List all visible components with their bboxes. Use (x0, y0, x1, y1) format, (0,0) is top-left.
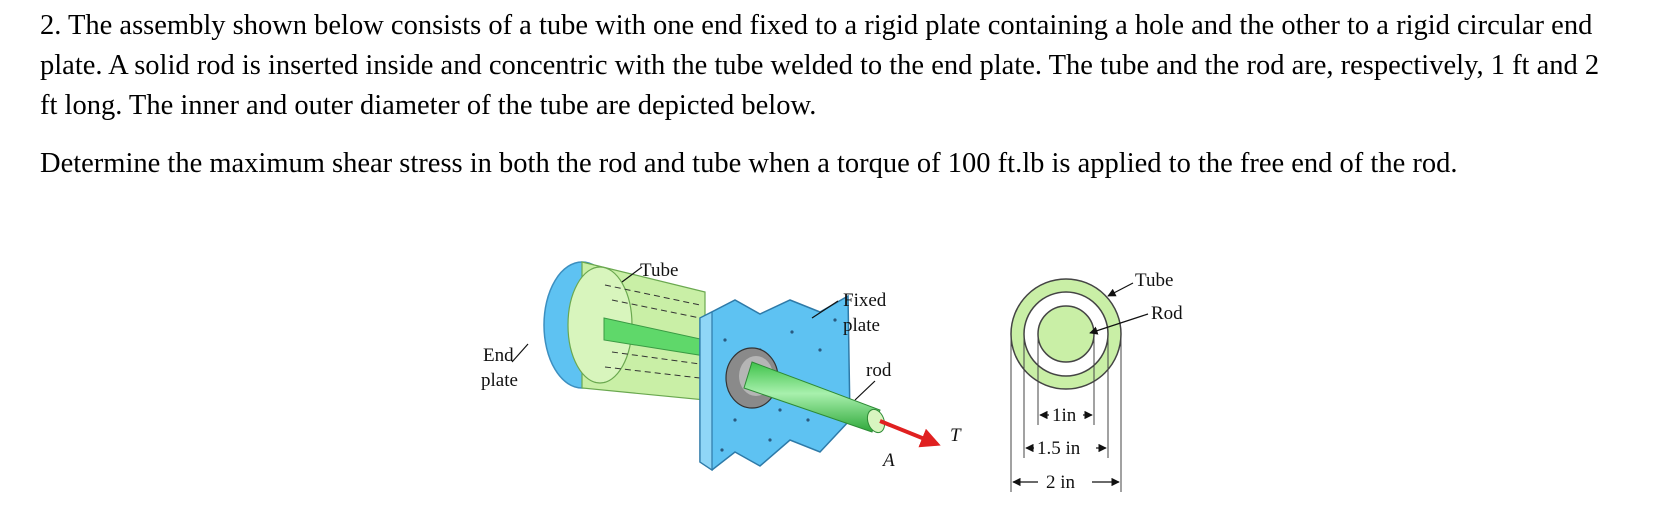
label-tube: Tube (640, 260, 678, 281)
section-label-rod: Rod (1151, 303, 1183, 324)
assembly-drawing (511, 261, 941, 472)
torque-arrow (879, 419, 941, 448)
problem-question: Determine the maximum shear stress in bo… (40, 148, 1458, 179)
rod-shape (743, 361, 881, 433)
problem-statement: 2. The assembly shown below consists of … (40, 10, 1600, 121)
rod-section (1037, 305, 1095, 363)
label-fixed-plate: plate (843, 315, 880, 336)
label-fixed: Fixed (843, 290, 887, 311)
dim-mid-label: 1.5 in (1037, 438, 1081, 459)
cross-section (1010, 278, 1149, 492)
dim-inner-label: 1in (1052, 405, 1077, 426)
dim-outer-label: 2 in (1046, 472, 1076, 493)
label-rod: rod (866, 360, 892, 381)
section-label-tube: Tube (1135, 270, 1173, 291)
label-end-plate: plate (481, 370, 518, 391)
problem-text: 2. The assembly shown below consists of … (40, 6, 1610, 184)
label-torque: T (950, 425, 962, 446)
label-point-a: A (881, 450, 895, 471)
label-end: End (483, 345, 514, 366)
